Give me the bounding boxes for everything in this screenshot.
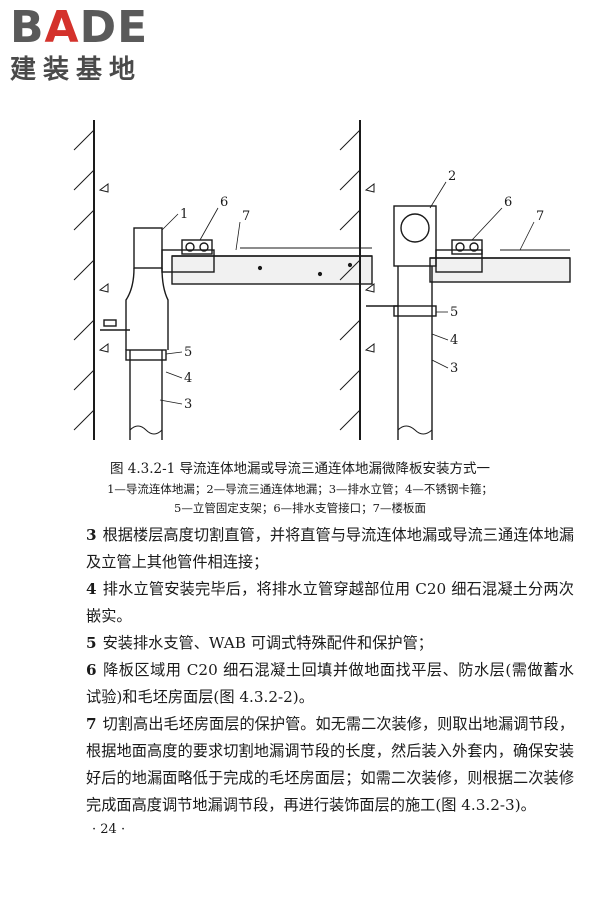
- logo-wordmark: BADE: [10, 2, 149, 53]
- step-number: 7: [86, 715, 97, 733]
- label-right-4: 4: [450, 333, 458, 348]
- left-diagram: [73, 120, 373, 440]
- step-number: 4: [86, 580, 97, 598]
- figure-legend-line-2: 5—立管固定支架；6—排水支管接口；7—楼板面: [174, 501, 426, 515]
- page-number: · 24 ·: [92, 822, 126, 837]
- installation-diagram: 1 6 7 5 4 3 2 6 7 5 4 3: [73, 120, 571, 440]
- right-diagram: [339, 120, 571, 440]
- step-text: 切割高出毛坯房面层的保护管。如无需二次装修，则取出地漏调节段，根据地面高度的要求…: [86, 715, 574, 814]
- logo: BADE 建装基地: [10, 6, 180, 86]
- left-labels: 1 6 7 5 4 3: [180, 195, 250, 412]
- step-text: 排水立管安装完毕后，将排水立管穿越部位用 C20 细石混凝土分两次嵌实。: [86, 580, 574, 625]
- figure-caption: 图 4.3.2-1 导流连体地漏或导流三通连体地漏微降板安装方式一: [109, 461, 491, 477]
- figure-legend-line-1: 1—导流连体地漏；2—导流三通连体地漏；3—排水立管；4—不锈钢卡箍；: [107, 482, 493, 496]
- right-labels: 2 6 7 5 4 3: [448, 169, 544, 376]
- logo-subtitle: 建装基地: [10, 55, 143, 85]
- label-left-4: 4: [184, 371, 192, 386]
- step-number: 5: [86, 634, 97, 652]
- step-text: 安装排水支管、WAB 可调式特殊配件和保护管；: [102, 634, 433, 652]
- label-left-1: 1: [180, 207, 188, 222]
- label-right-3: 3: [450, 361, 458, 376]
- step-text: 根据楼层高度切割直管，并将直管与导流连体地漏或导流三通连体地漏及立管上其他管件相…: [86, 526, 574, 571]
- label-left-7: 7: [242, 209, 250, 224]
- step-number: 6: [86, 661, 97, 679]
- label-right-6: 6: [504, 195, 512, 210]
- label-left-3: 3: [184, 397, 192, 412]
- step-text: 降板区域用 C20 细石混凝土回填并做地面找平层、防水层(需做蓄水试验)和毛坯房…: [86, 661, 574, 706]
- label-right-5: 5: [450, 305, 458, 320]
- label-right-2: 2: [448, 169, 456, 184]
- label-left-6: 6: [220, 195, 228, 210]
- label-right-7: 7: [536, 209, 544, 224]
- label-left-5: 5: [184, 345, 192, 360]
- paragraph-step-5: 5 安装排水支管、WAB 可调式特殊配件和保护管；: [86, 630, 574, 657]
- step-number: 3: [86, 526, 97, 544]
